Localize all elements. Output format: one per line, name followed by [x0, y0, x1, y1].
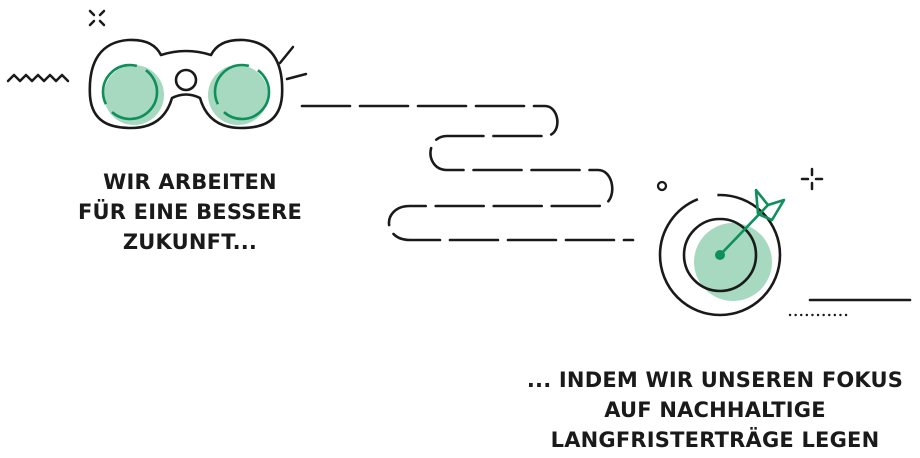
binoculars-icon [88, 38, 284, 130]
sparkle-icon [88, 9, 106, 27]
squiggle-line [6, 73, 70, 83]
caption-left-line-3: ZUKUNFT... [122, 230, 258, 254]
small-circle-icon [656, 180, 668, 192]
caption-right: ... INDEM WIR UNSEREN FOKUS AUF NACHHALT… [500, 365, 920, 455]
motion-lines [278, 45, 308, 81]
caption-left: WIR ARBEITEN FÜR EINE BESSERE ZUKUNFT... [40, 167, 340, 257]
caption-left-line-1: WIR ARBEITEN [103, 170, 277, 194]
caption-right-line-1: ... INDEM WIR UNSEREN FOKUS [526, 368, 904, 392]
winding-path [300, 104, 635, 242]
caption-right-line-2: AUF NACHHALTIGE [604, 398, 826, 422]
target-with-arrow-icon [658, 188, 786, 317]
caption-left-line-2: FÜR EINE BESSERE [78, 200, 302, 224]
crosshair-sparkle-icon [800, 167, 824, 191]
caption-right-line-3: LANGFRISTERTRÄGE LEGEN [550, 428, 880, 452]
